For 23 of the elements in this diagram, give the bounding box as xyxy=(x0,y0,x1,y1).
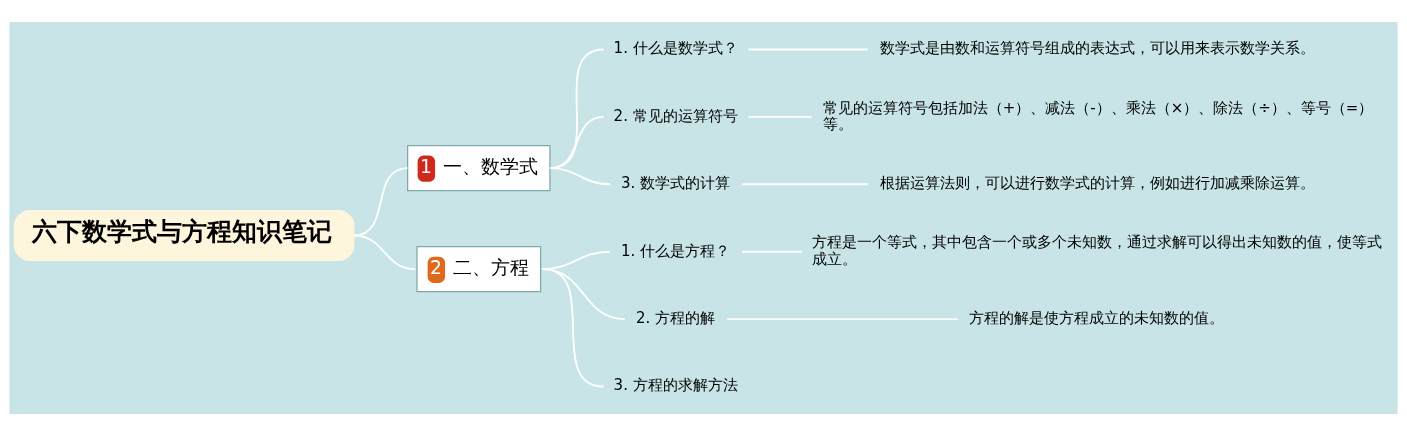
connector xyxy=(741,250,804,253)
node-text: 3. 数学式的计算 xyxy=(621,173,731,192)
connector xyxy=(747,115,813,118)
connector xyxy=(541,267,605,387)
node-text: 方程的解是使方程成立的未知数的值。 xyxy=(969,308,1225,327)
connector xyxy=(741,182,869,185)
node-text: 数学式是由数和运算符号组成的表达式，可以用来表示数学关系。 xyxy=(879,38,1315,57)
node-text: 2. 常见的运算符号 xyxy=(613,106,738,125)
connector xyxy=(353,166,409,236)
connector xyxy=(353,234,417,270)
connector xyxy=(747,48,869,50)
node-box: 2 二、方程 xyxy=(416,245,542,292)
node-text: 2. 方程的解 xyxy=(636,308,716,327)
node-text: 常见的运算符号包括加法（+）、减法（-）、乘法（×）、除法（÷）、等号（=）等。 xyxy=(822,98,1374,133)
node-text: 方程是一个等式，其中包含一个或多个未知数，通过求解可以得出未知数的值，使等式成立。 xyxy=(812,232,1383,268)
connector xyxy=(549,166,611,185)
node-text: 1. 什么是方程？ xyxy=(621,241,731,260)
node-text: 根据运算法则，可以进行数学式的计算，例如进行加减乘除运算。 xyxy=(879,173,1315,192)
node-text: 3. 方程的求解方法 xyxy=(613,375,738,394)
node-box: 六下数学式与方程知识笔记 xyxy=(13,209,355,261)
node-text: 1. 什么是数学式？ xyxy=(613,38,738,57)
node-box: 1 一、数学式 xyxy=(407,144,551,191)
connector xyxy=(726,317,959,320)
